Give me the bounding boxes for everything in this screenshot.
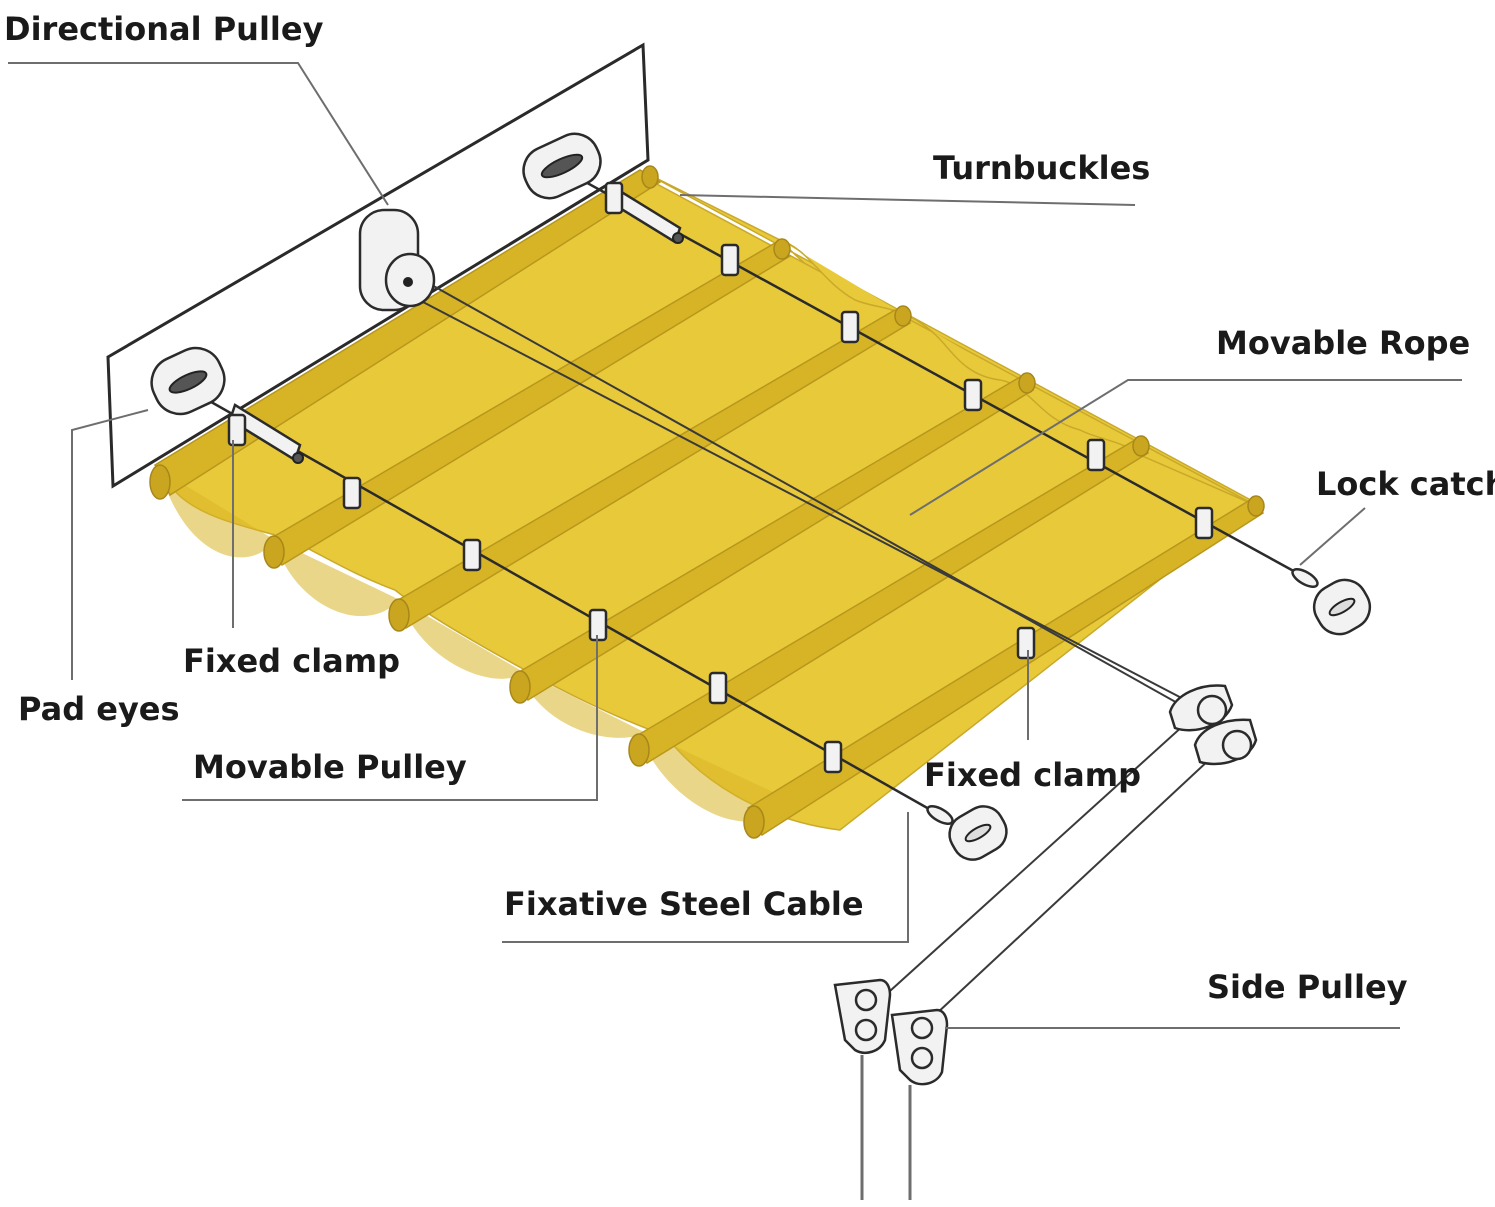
movable-pulley-2 <box>462 538 482 572</box>
leader-turnbuckles <box>679 194 1136 206</box>
leader-movable-rope <box>909 379 1462 516</box>
leader-directional-pulley <box>8 62 389 206</box>
leader-fixative-steel-cable <box>502 812 909 943</box>
label-movable-pulley: Movable Pulley <box>193 748 467 786</box>
side-rope-1 <box>879 714 1196 1001</box>
fixed-clamp-front-start <box>227 413 247 447</box>
movable-pulley-6 <box>720 243 740 277</box>
movable-ropes <box>399 269 1226 1016</box>
lock-catch-front <box>926 805 1008 861</box>
label-side-pulley: Side Pulley <box>1207 968 1408 1006</box>
clamps <box>227 181 1214 774</box>
movable-pulley-4 <box>708 671 728 705</box>
pad-eye-left <box>150 346 226 416</box>
roller-5 <box>628 435 1150 767</box>
side-rope-2 <box>934 744 1226 1016</box>
roller-4 <box>509 372 1036 704</box>
back-steel-cable <box>559 166 1311 582</box>
turnbuckles <box>228 186 684 464</box>
side-pulley-2 <box>890 1008 949 1086</box>
label-directional-pulley: Directional Pulley <box>4 10 324 48</box>
label-pad-eyes: Pad eyes <box>18 690 180 728</box>
leader-lines <box>8 62 1462 1029</box>
pad-eye-right <box>522 132 602 200</box>
movable-pulley-8 <box>963 378 983 412</box>
label-fixed-clamp-left: Fixed clamp <box>183 642 400 680</box>
leader-movable-pulley <box>182 635 598 801</box>
directional-pulley <box>358 208 436 312</box>
roller-2 <box>263 238 792 569</box>
leader-lock-catch <box>1299 507 1366 566</box>
side-pulleys <box>833 978 949 1200</box>
roller-1 <box>149 165 662 500</box>
label-fixative-steel-cable: Fixative Steel Cable <box>504 885 864 923</box>
fixed-clamp-back-end <box>1194 506 1214 540</box>
rollers <box>149 165 1265 839</box>
fixed-clamp-mid <box>1016 626 1036 660</box>
label-fixed-clamp-right: Fixed clamp <box>924 756 1141 794</box>
roller-3 <box>388 305 912 632</box>
steel-cables <box>189 166 1311 820</box>
label-movable-rope: Movable Rope <box>1216 324 1470 362</box>
label-lock-catch: Lock catch <box>1316 465 1495 503</box>
label-turnbuckles: Turnbuckles <box>933 149 1150 187</box>
rope-2 <box>404 269 1223 729</box>
movable-pulley-7 <box>840 310 860 344</box>
front-steel-cable <box>189 388 946 820</box>
front-pulleys <box>1168 684 1258 766</box>
roller-6 <box>743 495 1265 839</box>
lock-catch-back <box>1291 568 1372 636</box>
side-pulley-1 <box>833 978 892 1054</box>
labels: Directional Pulley Turnbuckles Movable R… <box>4 10 1495 1006</box>
fixed-clamp-back-start <box>604 181 624 215</box>
movable-pulley-9 <box>1086 438 1106 472</box>
movable-pulley-1 <box>342 476 362 510</box>
movable-pulley-5 <box>823 740 843 774</box>
leader-pad-eyes <box>71 409 149 680</box>
rope-1 <box>399 289 1196 706</box>
